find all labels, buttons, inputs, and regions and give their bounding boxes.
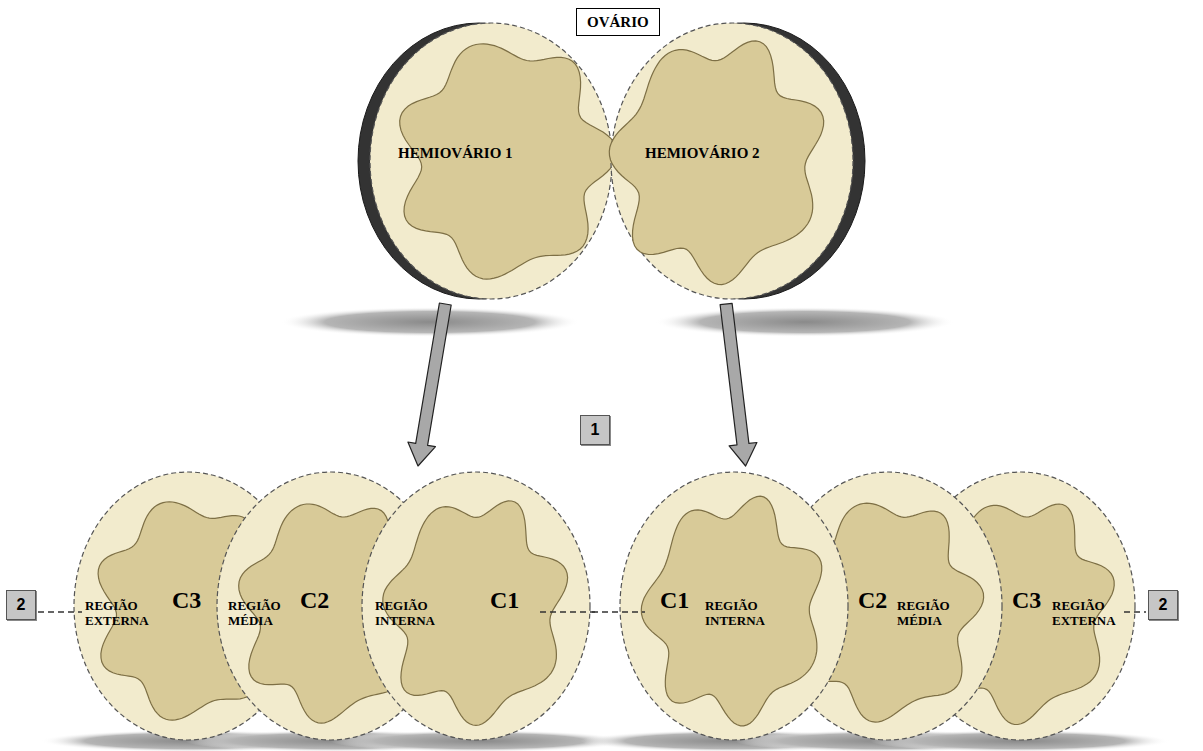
region-label: REGIÃO INTERNA	[375, 598, 435, 628]
slice-code: C2	[858, 587, 887, 613]
hemiovary-disc: HEMIOVÁRIO 1	[355, 20, 613, 302]
hemiovary-label: HEMIOVÁRIO 2	[645, 144, 760, 162]
region-label: REGIÃO MÉDIA	[228, 598, 281, 628]
medulla-lobe	[400, 44, 618, 279]
hemiovary-label: HEMIOVÁRIO 1	[398, 144, 513, 162]
ovary-slice: REGIÃO INTERNA C1	[360, 470, 592, 742]
cut-axis-line	[540, 611, 595, 613]
ovary-shadow	[280, 307, 580, 337]
cut-axis-line	[592, 611, 645, 613]
cortex-disc	[907, 472, 1135, 740]
slice-code: C3	[172, 587, 201, 613]
ovary-slice: C1 REGIÃO INTERNA	[618, 470, 850, 742]
cortex-disc	[774, 472, 1002, 740]
title-box: OVÁRIO	[576, 8, 660, 36]
hemiovary-disc: HEMIOVÁRIO 2	[610, 20, 868, 302]
slice-code: C1	[490, 587, 519, 613]
region-label: REGIÃO MÉDIA	[897, 598, 950, 628]
slice-code: C3	[1012, 587, 1041, 613]
title-text: OVÁRIO	[587, 13, 649, 31]
slice-code: C1	[660, 587, 689, 613]
block-arrow	[408, 303, 451, 466]
medulla-lobe	[796, 503, 983, 722]
cortex-disc	[620, 472, 848, 740]
medulla-lobe	[609, 41, 823, 285]
callout-number: 2	[6, 590, 36, 620]
region-label: REGIÃO INTERNA	[705, 598, 765, 628]
region-label: REGIÃO EXTERNA	[85, 598, 149, 628]
cortex-disc	[362, 472, 590, 740]
ovary-shadow	[655, 307, 955, 337]
cut-axis-line	[1124, 611, 1146, 613]
slice-code: C2	[300, 587, 329, 613]
cut-axis-line	[38, 611, 82, 613]
callout-number: 2	[1148, 590, 1178, 620]
medulla-lobe	[641, 496, 821, 726]
region-label: REGIÃO EXTERNA	[1052, 598, 1116, 628]
callout-number: 1	[580, 415, 610, 445]
block-arrow	[720, 303, 757, 466]
